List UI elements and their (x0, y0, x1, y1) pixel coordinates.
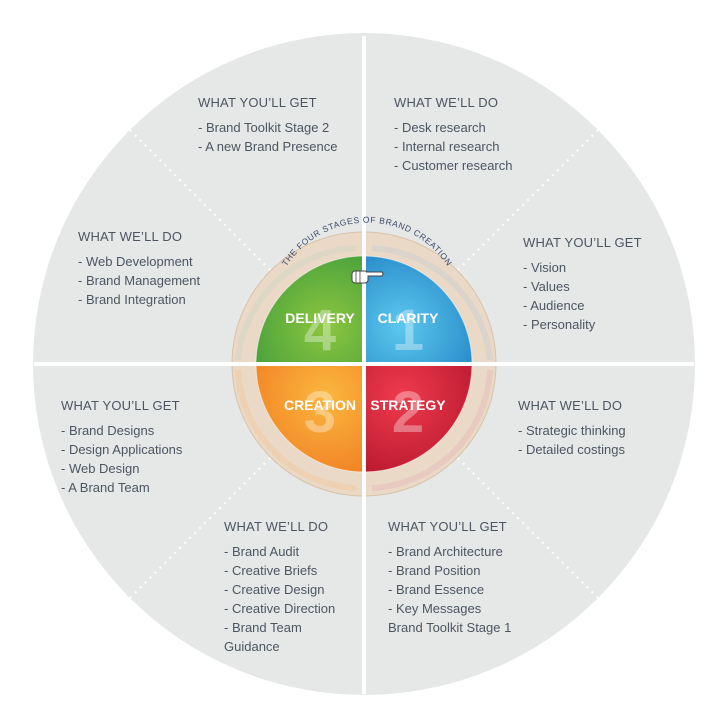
segment-list-item: - Desk research (394, 120, 486, 135)
segment-right-upper: WHAT YOU’LL GET - Vision - Values - Audienc… (523, 233, 642, 334)
offset-quadrant-frames (235, 245, 493, 491)
segment-heading: WHAT WE’LL DO (394, 95, 499, 110)
segment-top-left: WHAT YOU’LL GET - Brand Toolkit Stage 2 - … (198, 93, 337, 156)
clarity-label: CLARITY (378, 310, 439, 326)
segment-list-item: Guidance (224, 639, 280, 654)
segment-heading: WHAT WE’LL DO (224, 519, 329, 534)
segment-list-item: - Customer research (394, 158, 513, 173)
segment-list-item: - Key Messages (388, 601, 482, 616)
segment-list-item: - Brand Management (78, 273, 201, 288)
inner-ring-outline (255, 255, 473, 473)
segment-list-item: - Design Applications (61, 442, 183, 457)
segment-heading: WHAT YOU’LL GET (523, 235, 642, 250)
delivery-label: DELIVERY (285, 310, 355, 326)
segment-list-item: - Brand Team (224, 620, 302, 635)
segment-list-item: - Web Development (78, 254, 193, 269)
quadrant-strategy (364, 364, 472, 472)
segment-list-item: - Brand Position (388, 563, 481, 578)
segment-heading: WHAT YOU’LL GET (388, 519, 507, 534)
segment-list-item: - Values (523, 279, 570, 294)
segment-right-lower: WHAT WE’LL DO - Strategic thinking - Detai… (518, 396, 626, 459)
segment-list-item: - Creative Design (224, 582, 325, 597)
segment-list-item: - Brand Integration (78, 292, 186, 307)
quadrant-clarity (364, 256, 472, 364)
segment-list-item: Brand Toolkit Stage 1 (388, 620, 512, 635)
creation-label: CREATION (284, 397, 356, 413)
segment-top-right: WHAT WE’LL DO - Desk research - Internal r… (394, 93, 512, 175)
segment-list-item: - A new Brand Presence (198, 139, 338, 154)
segment-heading: WHAT YOU’LL GET (198, 95, 317, 110)
segment-list-item: - Strategic thinking (518, 423, 626, 438)
segment-list-item: - Web Design (61, 461, 140, 476)
segment-list-item: - Creative Briefs (224, 563, 318, 578)
pointing-hand-icon (351, 270, 384, 284)
delivery-number: 4 (304, 298, 336, 363)
creation-number: 3 (304, 380, 336, 445)
segment-list-item: - Brand Toolkit Stage 2 (198, 120, 330, 135)
segment-heading: WHAT YOU’LL GET (61, 398, 180, 413)
segment-list-item: - Audience (523, 298, 585, 313)
segment-list-item: - Personality (523, 317, 596, 332)
strategy-label: STRATEGY (370, 397, 446, 413)
segment-list-item: - Vision (523, 260, 567, 275)
segment-bottom-right: WHAT YOU’LL GET - Brand Architecture - Bra… (388, 517, 511, 637)
clarity-number: 1 (392, 298, 424, 363)
segment-left-upper: WHAT WE’LL DO - Web Development - Brand Ma… (78, 227, 200, 309)
segment-list-item: - Detailed costings (518, 442, 625, 457)
segment-heading: WHAT WE’LL DO (78, 229, 183, 244)
segment-list-item: - Internal research (394, 139, 500, 154)
segment-bottom-left: WHAT WE’LL DO - Brand Audit - Creative Bri… (224, 517, 335, 656)
segment-list-item: - Creative Direction (224, 601, 336, 616)
segment-list-item: - Brand Essence (388, 582, 485, 597)
segment-heading: WHAT WE’LL DO (518, 398, 623, 413)
segment-list-item: - Brand Architecture (388, 544, 503, 559)
segment-list-item: - Brand Designs (61, 423, 155, 438)
segment-list-item: - A Brand Team (61, 480, 150, 495)
quadrant-creation (256, 364, 364, 472)
quadrant-delivery (256, 256, 364, 364)
strategy-number: 2 (392, 380, 424, 445)
segment-list-item: - Brand Audit (224, 544, 300, 559)
segment-left-lower: WHAT YOU’LL GET - Brand Designs - Design A… (61, 396, 182, 497)
